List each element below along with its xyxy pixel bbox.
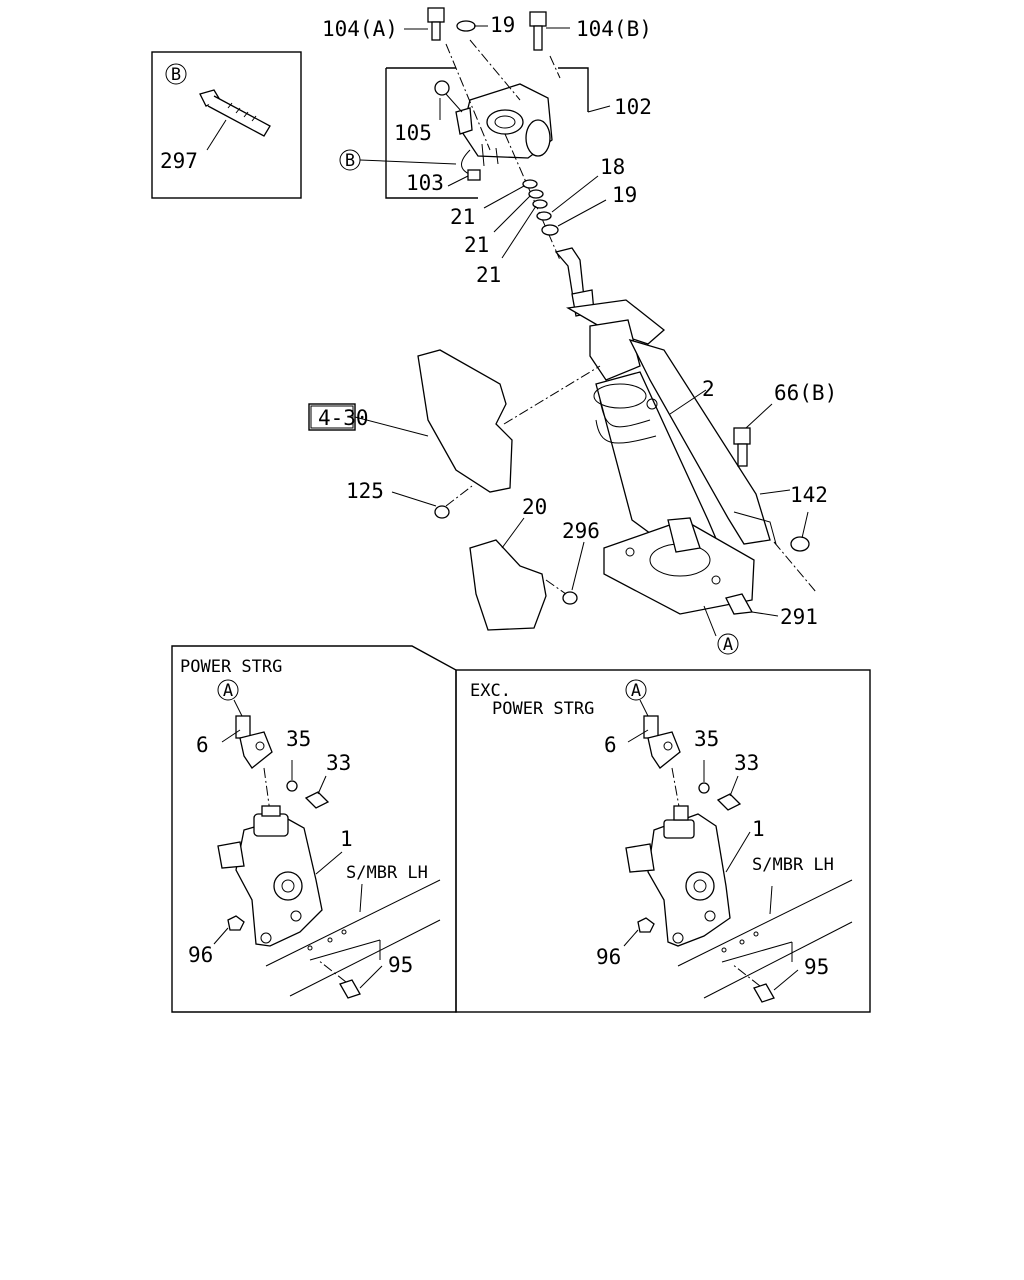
- marker-a-main-group: A: [703, 605, 739, 655]
- label-291: 291: [780, 605, 818, 629]
- screw-142: [790, 511, 810, 552]
- label-19-top: 19: [490, 13, 515, 37]
- inset-detail-b: B 297: [151, 51, 302, 199]
- label-2: 2: [702, 377, 715, 401]
- label-left-1: 1: [340, 827, 353, 851]
- label-left-95: 95: [388, 953, 413, 977]
- label-296: 296: [562, 519, 600, 543]
- marker-a-left: A: [223, 681, 233, 701]
- washer-35-right: [698, 782, 710, 794]
- marker-a-right: A: [631, 681, 641, 701]
- panel-power-strg: POWER STRG A: [171, 645, 457, 1013]
- label-18: 18: [600, 155, 625, 179]
- clip-291: [725, 593, 779, 617]
- panel-left-title: POWER STRG: [180, 657, 282, 677]
- column-cover: [308, 349, 601, 493]
- marker-b-inset: B: [171, 65, 181, 85]
- gear-box-1-left: [217, 805, 343, 947]
- label-20: 20: [522, 495, 547, 519]
- label-21-b: 21: [464, 233, 489, 257]
- washer-35-left: [286, 780, 298, 792]
- panel-right-title-2: POWER STRG: [492, 699, 594, 719]
- switch-assembly-102: [385, 39, 611, 261]
- label-right-96: 96: [596, 945, 621, 969]
- screw-125: [391, 485, 473, 519]
- label-19-stack: 19: [612, 183, 637, 207]
- steering-column-2: [554, 247, 817, 615]
- member-label-right: S/MBR LH: [752, 855, 834, 875]
- universal-joint-6-left: [221, 715, 273, 769]
- label-right-1: 1: [752, 817, 765, 841]
- lower-cover-20: [469, 517, 547, 631]
- panel-right-title-1: EXC.: [470, 681, 511, 701]
- label-21-c: 21: [476, 263, 501, 287]
- marker-b-main-group: B: [339, 149, 469, 187]
- o-ring-19-top: [456, 20, 476, 32]
- cable-tie-297: [199, 89, 271, 137]
- label-104a: 104(A): [322, 17, 398, 41]
- nut-96-left: [227, 915, 245, 931]
- side-member-right: [677, 879, 853, 999]
- side-member-left: [265, 879, 441, 997]
- screw-296: [545, 541, 585, 605]
- label-left-35: 35: [286, 727, 311, 751]
- bolt-33-left: [304, 775, 330, 809]
- panel-exc-power-strg: EXC. POWER STRG A: [455, 669, 871, 1013]
- label-right-6: 6: [604, 733, 617, 757]
- label-left-96: 96: [188, 943, 213, 967]
- bolt-95-right: [731, 963, 799, 1003]
- bolt-95-left: [317, 959, 383, 999]
- marker-a-main: A: [723, 635, 733, 655]
- bolt-104b: [529, 11, 570, 51]
- member-label-left: S/MBR LH: [346, 863, 428, 883]
- nut-96-right: [637, 917, 655, 933]
- label-21-a: 21: [450, 205, 475, 229]
- label-66b: 66(B): [774, 381, 837, 405]
- universal-joint-6-right: [627, 715, 681, 769]
- label-103: 103: [406, 171, 444, 195]
- label-4-30: 4-30: [318, 406, 369, 430]
- label-125: 125: [346, 479, 384, 503]
- label-right-35: 35: [694, 727, 719, 751]
- label-left-6: 6: [196, 733, 209, 757]
- gear-box-1-right: [625, 805, 751, 947]
- bolt-66b: [733, 403, 773, 467]
- label-right-95: 95: [804, 955, 829, 979]
- label-102: 102: [614, 95, 652, 119]
- bolt-104a: [404, 7, 445, 41]
- screw-105: [434, 80, 463, 113]
- label-297: 297: [160, 149, 198, 173]
- label-right-33: 33: [734, 751, 759, 775]
- label-left-33: 33: [326, 751, 351, 775]
- label-142: 142: [790, 483, 828, 507]
- bolt-33-right: [716, 775, 742, 811]
- washer-stack: [483, 175, 607, 259]
- label-104b: 104(B): [576, 17, 652, 41]
- marker-b-main: B: [345, 151, 355, 171]
- label-105: 105: [394, 121, 432, 145]
